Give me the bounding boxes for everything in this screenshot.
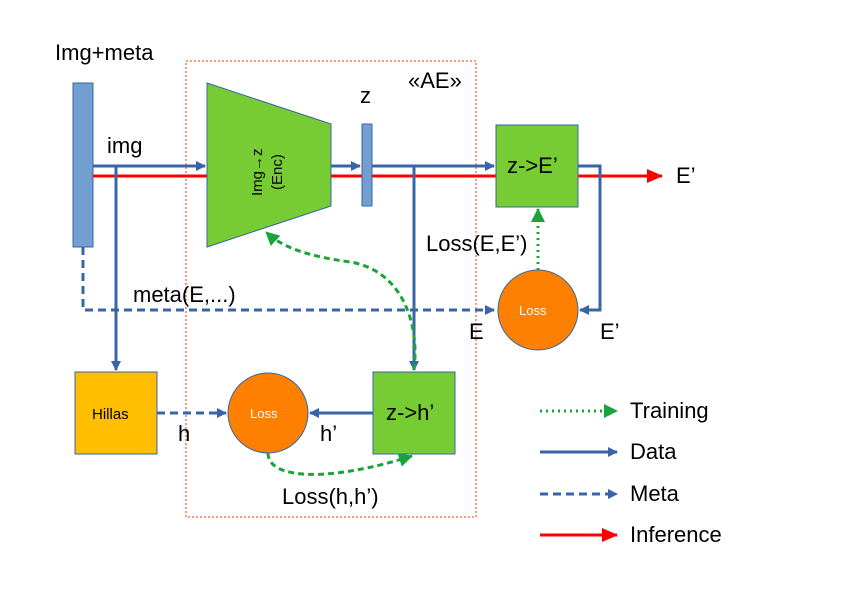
input-label: Img+meta — [55, 40, 154, 65]
legend: Training Data Meta Inference — [540, 398, 722, 547]
z-to-h-box — [372, 371, 456, 455]
encoder-block — [206, 82, 332, 248]
z-to-e-box — [495, 124, 579, 208]
ae-boundary — [185, 60, 477, 518]
e-prime-to-loss-arrow — [578, 164, 602, 315]
input-bar — [72, 82, 94, 248]
hillas-box — [74, 371, 158, 455]
encoder-label-line1: Img→z — [249, 148, 266, 196]
hillas-label: Hillas — [92, 406, 129, 423]
e-prime-out-label: E’ — [676, 163, 696, 188]
loss-h-label: Loss(h,h’) — [282, 484, 379, 509]
encoder-training-arrow — [264, 230, 417, 371]
encoder-label-line2: (Enc) — [269, 154, 286, 190]
img-label: img — [107, 133, 142, 158]
legend-inference-label: Inference — [630, 522, 722, 547]
loss-h-training-arrow — [266, 452, 413, 476]
z-bar — [361, 123, 373, 207]
loss-e-node-label: Loss — [519, 303, 547, 318]
h-label: h — [178, 421, 190, 446]
z-to-e-label: z->E’ — [507, 153, 558, 178]
z-to-h-label: z->h’ — [386, 400, 434, 425]
meta-label: meta(E,...) — [133, 282, 236, 307]
z-label: z — [360, 83, 371, 108]
e-label: E — [469, 319, 484, 344]
loss-h-node-label: Loss — [250, 406, 278, 421]
ae-label: «AE» — [408, 68, 462, 93]
legend-meta-label: Meta — [630, 481, 680, 506]
meta-arrow — [81, 247, 495, 315]
legend-training-label: Training — [630, 398, 709, 423]
e-prime-label: E’ — [600, 319, 620, 344]
loss-e-label: Loss(E,E’) — [426, 231, 527, 256]
h-prime-label: h’ — [320, 421, 337, 446]
legend-data-label: Data — [630, 439, 677, 464]
